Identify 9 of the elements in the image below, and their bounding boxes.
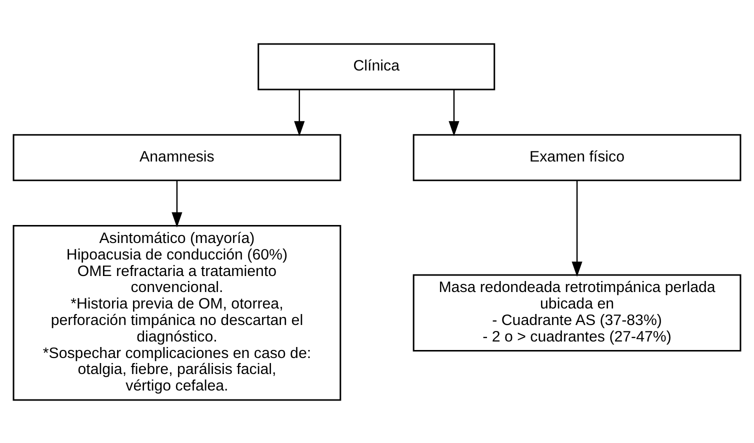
node-box: Clínica	[258, 42, 496, 90]
arrow	[172, 180, 182, 227]
arrow	[294, 89, 305, 136]
arrow	[448, 89, 460, 136]
arrow	[572, 180, 582, 276]
node-box: Asintomático (mayoría) Hipoacusia de conducción (60%) OME refractaria a tratamiento convencional. *Historia previa de OM, otorrea, perforación timpánica no descartan el diagnóstico. *Sospechar complicaciones en caso de: otalgia, fiebre, parálisis facial, vértigo cefalea.	[12, 224, 342, 400]
node-box: Masa redondeada retrotimpánica perlada ubicada en - Cuadrante AS (37-83%) - 2 o > cuadrantes (27-47%)	[412, 274, 742, 351]
node-box: Examen físico	[412, 134, 742, 181]
node-box: Anamnesis	[12, 134, 342, 181]
